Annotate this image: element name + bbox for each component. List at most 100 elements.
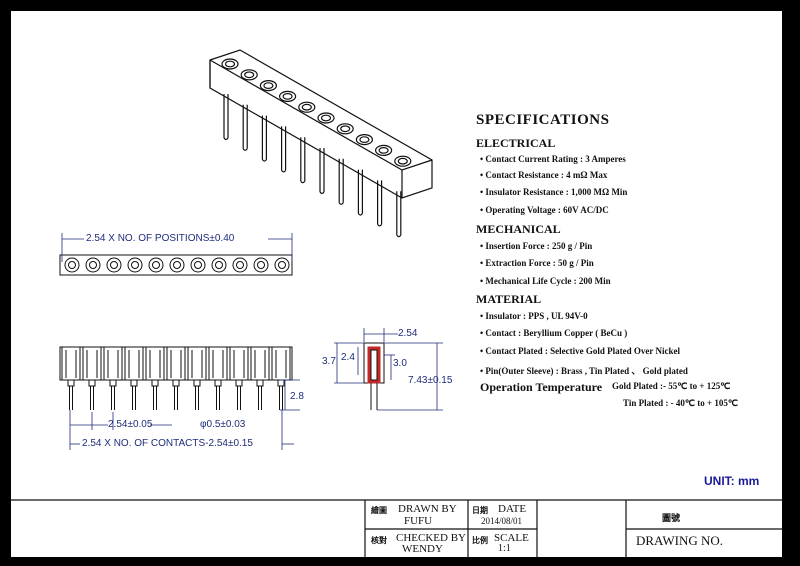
spec-pin-sleeve: • Pin(Outer Sleeve) : Brass , Tin Plated… xyxy=(480,366,688,376)
front-cell-detail xyxy=(149,350,161,378)
top-hole-inner xyxy=(257,261,265,269)
spec-insertion-force: • Insertion Force : 250 g / Pin xyxy=(480,241,593,251)
title-block-lines xyxy=(10,499,783,558)
pin xyxy=(300,137,306,182)
mechanical-heading: MECHANICAL xyxy=(476,222,561,236)
front-cell xyxy=(229,346,249,381)
drawing-no-label: DRAWING NO. xyxy=(636,533,724,548)
front-cell xyxy=(103,346,123,381)
front-pin-shoulder xyxy=(109,379,117,387)
pin xyxy=(319,148,325,192)
checked-by-label: CHECKED BY xyxy=(396,532,466,544)
top-hole-inner xyxy=(278,261,286,269)
pin-tip xyxy=(377,224,383,227)
pin-tip xyxy=(338,202,344,205)
front-cell xyxy=(166,346,186,381)
pin-tip xyxy=(261,159,267,162)
front-pin xyxy=(174,386,178,410)
dimension-lines xyxy=(61,233,443,450)
pin xyxy=(338,158,344,203)
pin xyxy=(223,94,229,138)
front-cell-detail xyxy=(212,350,224,378)
pin-tip xyxy=(357,213,363,216)
checked-by-cn: 核對 xyxy=(371,536,387,545)
front-pin xyxy=(90,386,94,410)
front-pin xyxy=(216,386,220,410)
top-hole-inner xyxy=(131,261,139,269)
front-cell xyxy=(124,346,144,381)
hole-inner xyxy=(224,60,236,68)
spec-insulator-resistance: • Insulator Resistance : 1,000 MΩ Min xyxy=(480,187,628,197)
front-pin xyxy=(258,386,262,410)
dim-contacts: 2.54 X NO. OF CONTACTS-2.54±0.15 xyxy=(82,438,253,449)
pin xyxy=(281,126,287,171)
hole-inner xyxy=(282,92,293,100)
top-hole-inner xyxy=(194,261,202,269)
front-cell xyxy=(145,346,165,381)
pin xyxy=(396,191,402,236)
drawn-by-value: FUFU xyxy=(404,515,433,527)
front-cell xyxy=(187,346,207,381)
dim-pin-diameter: φ0.5±0.03 xyxy=(200,419,246,430)
spec-life-cycle: • Mechanical Life Cycle : 200 Min xyxy=(480,276,611,286)
dim-side-2-4: 2.4 xyxy=(341,352,355,363)
side-contact-bore xyxy=(370,349,378,381)
scale-value: 1:1 xyxy=(498,543,511,554)
hole-inner xyxy=(340,125,351,133)
front-pin xyxy=(153,386,157,410)
dim-pitch: 2.54±0.05 xyxy=(108,419,153,430)
temp-gold-plated: Gold Plated :- 55℃ to + 125℃ xyxy=(612,381,731,391)
front-cell-detail xyxy=(86,350,98,378)
scale-label: SCALE xyxy=(494,532,529,544)
spec-contact: • Contact : Beryllium Copper ( BeCu ) xyxy=(480,328,628,338)
drawing-no-cn: 圖號 xyxy=(662,513,681,523)
unit-label: UNIT: mm xyxy=(704,474,760,488)
pin-tip xyxy=(223,137,229,141)
pin xyxy=(357,169,363,214)
dim-side-height: 7.43±0.15 xyxy=(408,375,453,386)
hole-inner xyxy=(263,82,274,89)
operation-temperature-label: Operation Temperature xyxy=(480,380,603,394)
front-cell xyxy=(61,346,81,381)
date-label: DATE xyxy=(498,503,527,515)
spec-operating-voltage: • Operating Voltage : 60V AC/DC xyxy=(480,205,609,215)
side-pin xyxy=(370,383,378,410)
spec-insulator: • Insulator : PPS , UL 94V-0 xyxy=(480,311,588,321)
pin-tip xyxy=(396,234,402,238)
front-pin-shoulder xyxy=(130,379,138,387)
front-cell xyxy=(271,346,291,381)
front-cell-detail xyxy=(233,350,245,378)
temp-tin-plated: Tin Plated : - 40℃ to + 105℃ xyxy=(623,398,738,408)
pin-tip xyxy=(242,148,248,151)
hole-inner xyxy=(359,136,370,144)
top-hole-inner xyxy=(68,261,76,269)
front-cell xyxy=(250,346,270,381)
front-pin-shoulder xyxy=(151,379,159,387)
front-pin-shoulder xyxy=(235,379,243,387)
front-pin-shoulder xyxy=(193,379,201,387)
front-pin-shoulder xyxy=(277,379,285,387)
top-hole-inner xyxy=(236,261,244,269)
front-pin-shoulder xyxy=(256,379,264,387)
front-pin xyxy=(279,386,283,410)
drawing-sheet xyxy=(10,10,783,558)
top-hole-inner xyxy=(173,261,181,269)
pin xyxy=(261,115,267,160)
hole-inner xyxy=(320,114,332,122)
hole-inner xyxy=(397,157,408,165)
date-value: 2014/08/01 xyxy=(481,516,523,526)
front-pin-shoulder xyxy=(67,379,75,387)
top-hole-inner xyxy=(110,261,118,269)
scale-cn: 比例 xyxy=(472,536,488,545)
spec-contact-resistance: • Contact Resistance : 4 mΩ Max xyxy=(480,170,608,180)
isometric-view xyxy=(209,49,433,238)
top-hole-inner xyxy=(89,261,97,269)
drawn-by-cn: 繪圖 xyxy=(371,506,387,515)
front-cell-detail xyxy=(254,350,266,378)
front-cell-detail xyxy=(275,350,287,378)
pin xyxy=(242,104,248,149)
checked-by-value: WENDY xyxy=(402,543,443,555)
front-cell-detail xyxy=(191,350,203,378)
pin-tip xyxy=(319,191,325,195)
top-hole-inner xyxy=(215,261,223,269)
